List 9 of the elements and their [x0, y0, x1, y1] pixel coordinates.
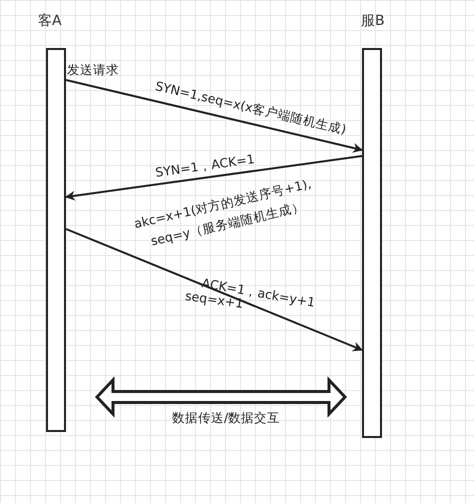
edge-label: 数据传送/数据交互 — [172, 411, 280, 425]
message-arrow — [65, 155, 362, 201]
lifeline-title: 服B — [361, 12, 385, 30]
message-arrow — [66, 228, 363, 352]
message-arrow — [66, 79, 363, 153]
double-block-arrow — [94, 376, 348, 418]
note-text: 发送请求 — [67, 63, 119, 77]
edge-label: SYN=1，ACK=1 — [154, 152, 256, 180]
lifeline-title: 客A — [38, 12, 62, 30]
